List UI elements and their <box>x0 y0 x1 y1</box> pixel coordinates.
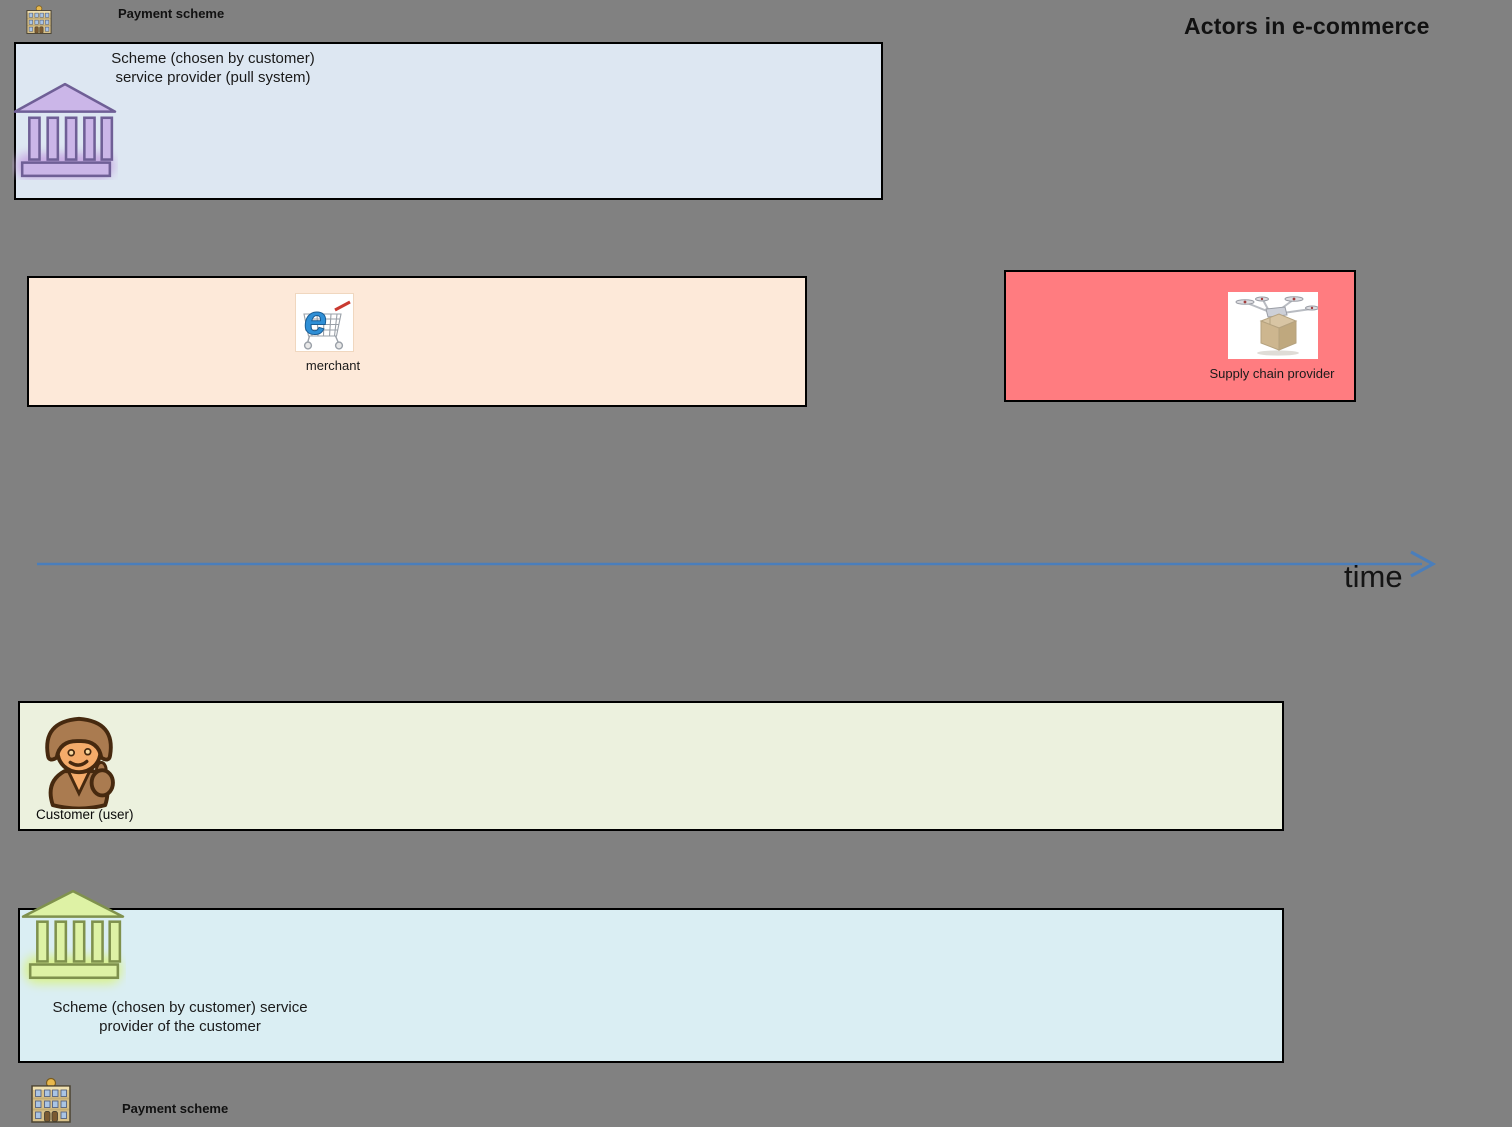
lane-merchant-label: merchant <box>305 358 361 373</box>
delivery-drone-icon <box>1228 292 1318 359</box>
lane-customer-label: Customer (user) <box>36 807 134 822</box>
bank-icon <box>13 82 117 178</box>
bank-building-icon <box>26 5 52 34</box>
bank-building-icon <box>31 1077 71 1123</box>
lane-scheme-pull-label: Scheme (chosen by customer) service prov… <box>111 50 315 86</box>
payment-scheme-top-label: Payment scheme <box>118 6 225 21</box>
page-title: Actors in e-commerce <box>1184 13 1430 39</box>
lane-supply-chain: Supply chain provider <box>1004 270 1356 402</box>
person-icon <box>45 716 115 809</box>
lane-scheme-customer-label: Scheme (chosen by customer) service prov… <box>52 999 308 1035</box>
time-axis-label: time <box>1344 559 1403 594</box>
ecommerce-cart-icon: e <box>295 293 354 352</box>
payment-scheme-bottom-label: Payment scheme <box>122 1101 229 1116</box>
lane-customer: Customer (user) <box>18 701 1284 831</box>
time-axis-arrow <box>37 550 1437 578</box>
lane-merchant: e merchant <box>27 276 807 407</box>
lane-scheme-pull: Scheme (chosen by customer) service prov… <box>14 42 883 200</box>
lane-supply-chain-label: Supply chain provider <box>1209 366 1335 381</box>
bank-icon <box>21 889 125 984</box>
lane-scheme-customer: Scheme (chosen by customer) service prov… <box>18 908 1284 1063</box>
svg-text:e: e <box>304 297 327 343</box>
